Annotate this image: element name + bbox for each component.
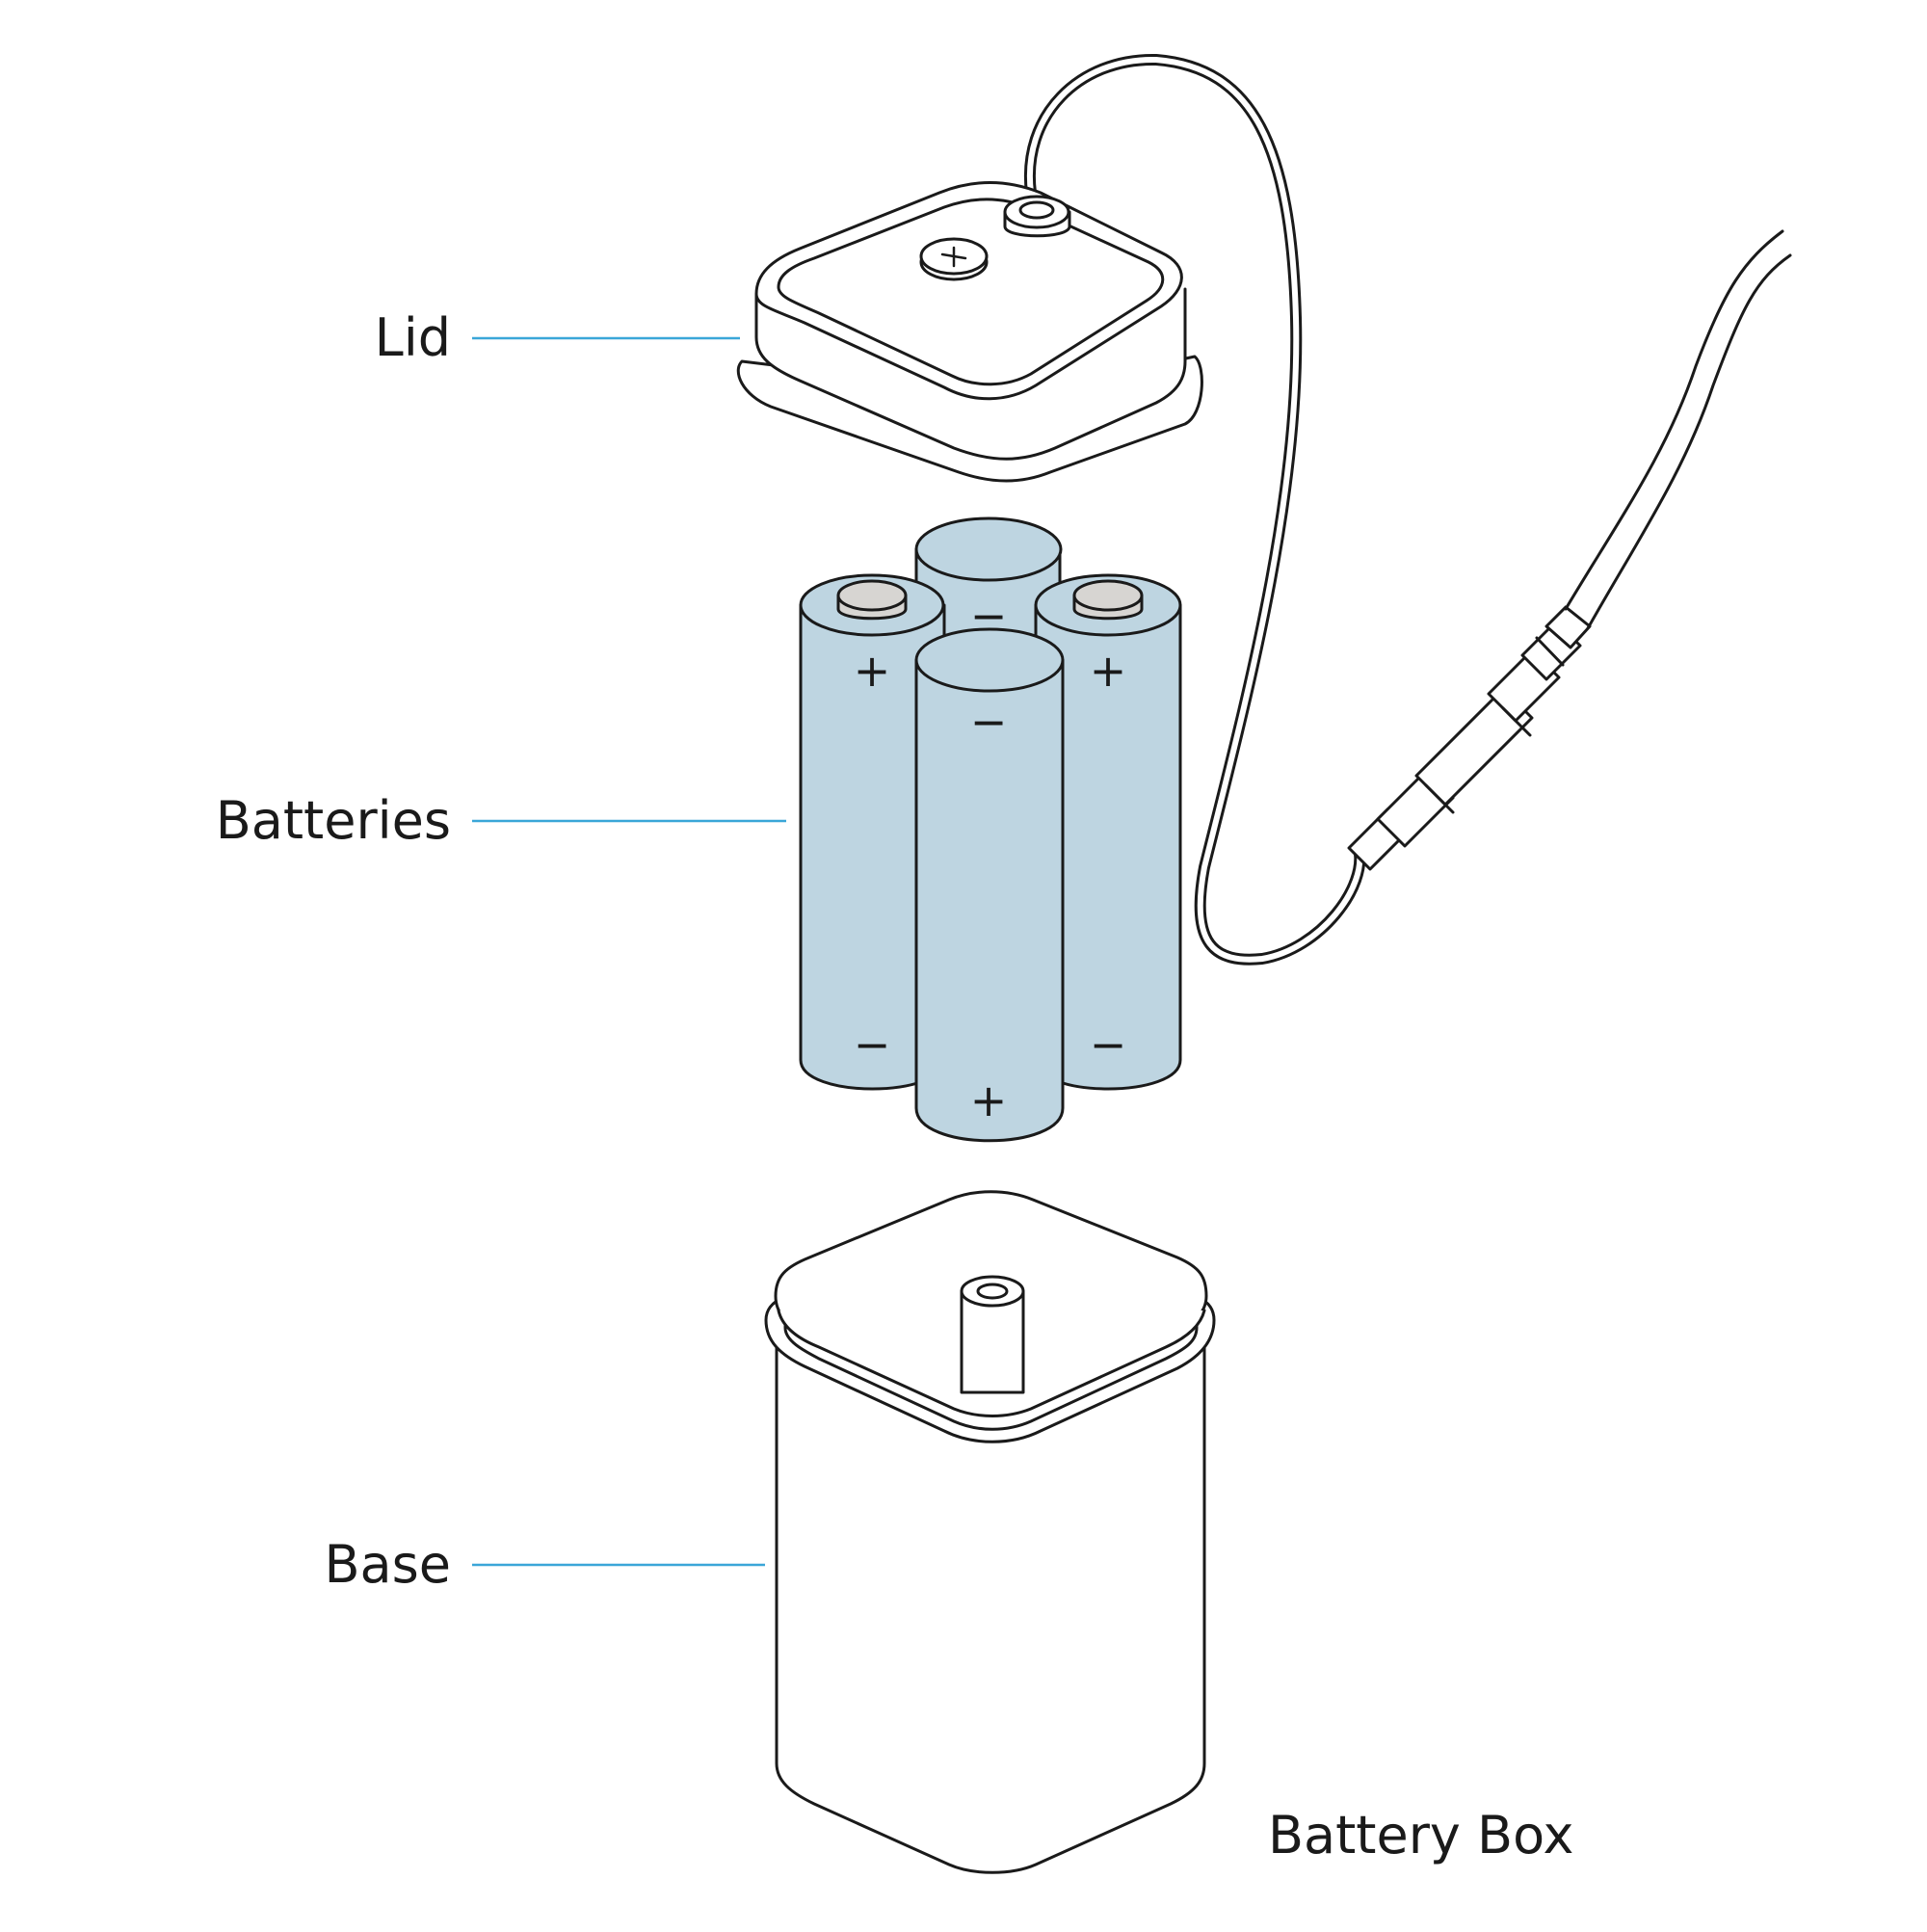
sign-right-top: + — [1090, 645, 1127, 697]
diagram-title: Battery Box — [1268, 1805, 1574, 1866]
sign-left-top: + — [854, 645, 891, 697]
battery-left — [799, 573, 946, 1091]
lid — [736, 181, 1203, 483]
batteries-label: Batteries — [215, 790, 451, 851]
base — [764, 1190, 1216, 1874]
battery-polarity-signs: − + − + − − + — [854, 590, 1127, 1126]
barrel-connector — [1347, 605, 1592, 871]
sign-left-bottom: − — [854, 1019, 891, 1071]
batteries — [799, 516, 1182, 1143]
base-label: Base — [324, 1534, 452, 1595]
sign-front-bottom: + — [970, 1074, 1008, 1126]
leader-lines — [472, 336, 786, 1567]
lid-label: Lid — [374, 307, 451, 368]
battery-front — [914, 627, 1065, 1143]
sign-front-top: − — [970, 696, 1008, 748]
sign-back-top: − — [970, 590, 1008, 642]
battery-right — [1034, 573, 1182, 1091]
output-cable — [1564, 229, 1792, 630]
cable — [1023, 53, 1366, 966]
sign-right-bottom: − — [1090, 1019, 1127, 1071]
